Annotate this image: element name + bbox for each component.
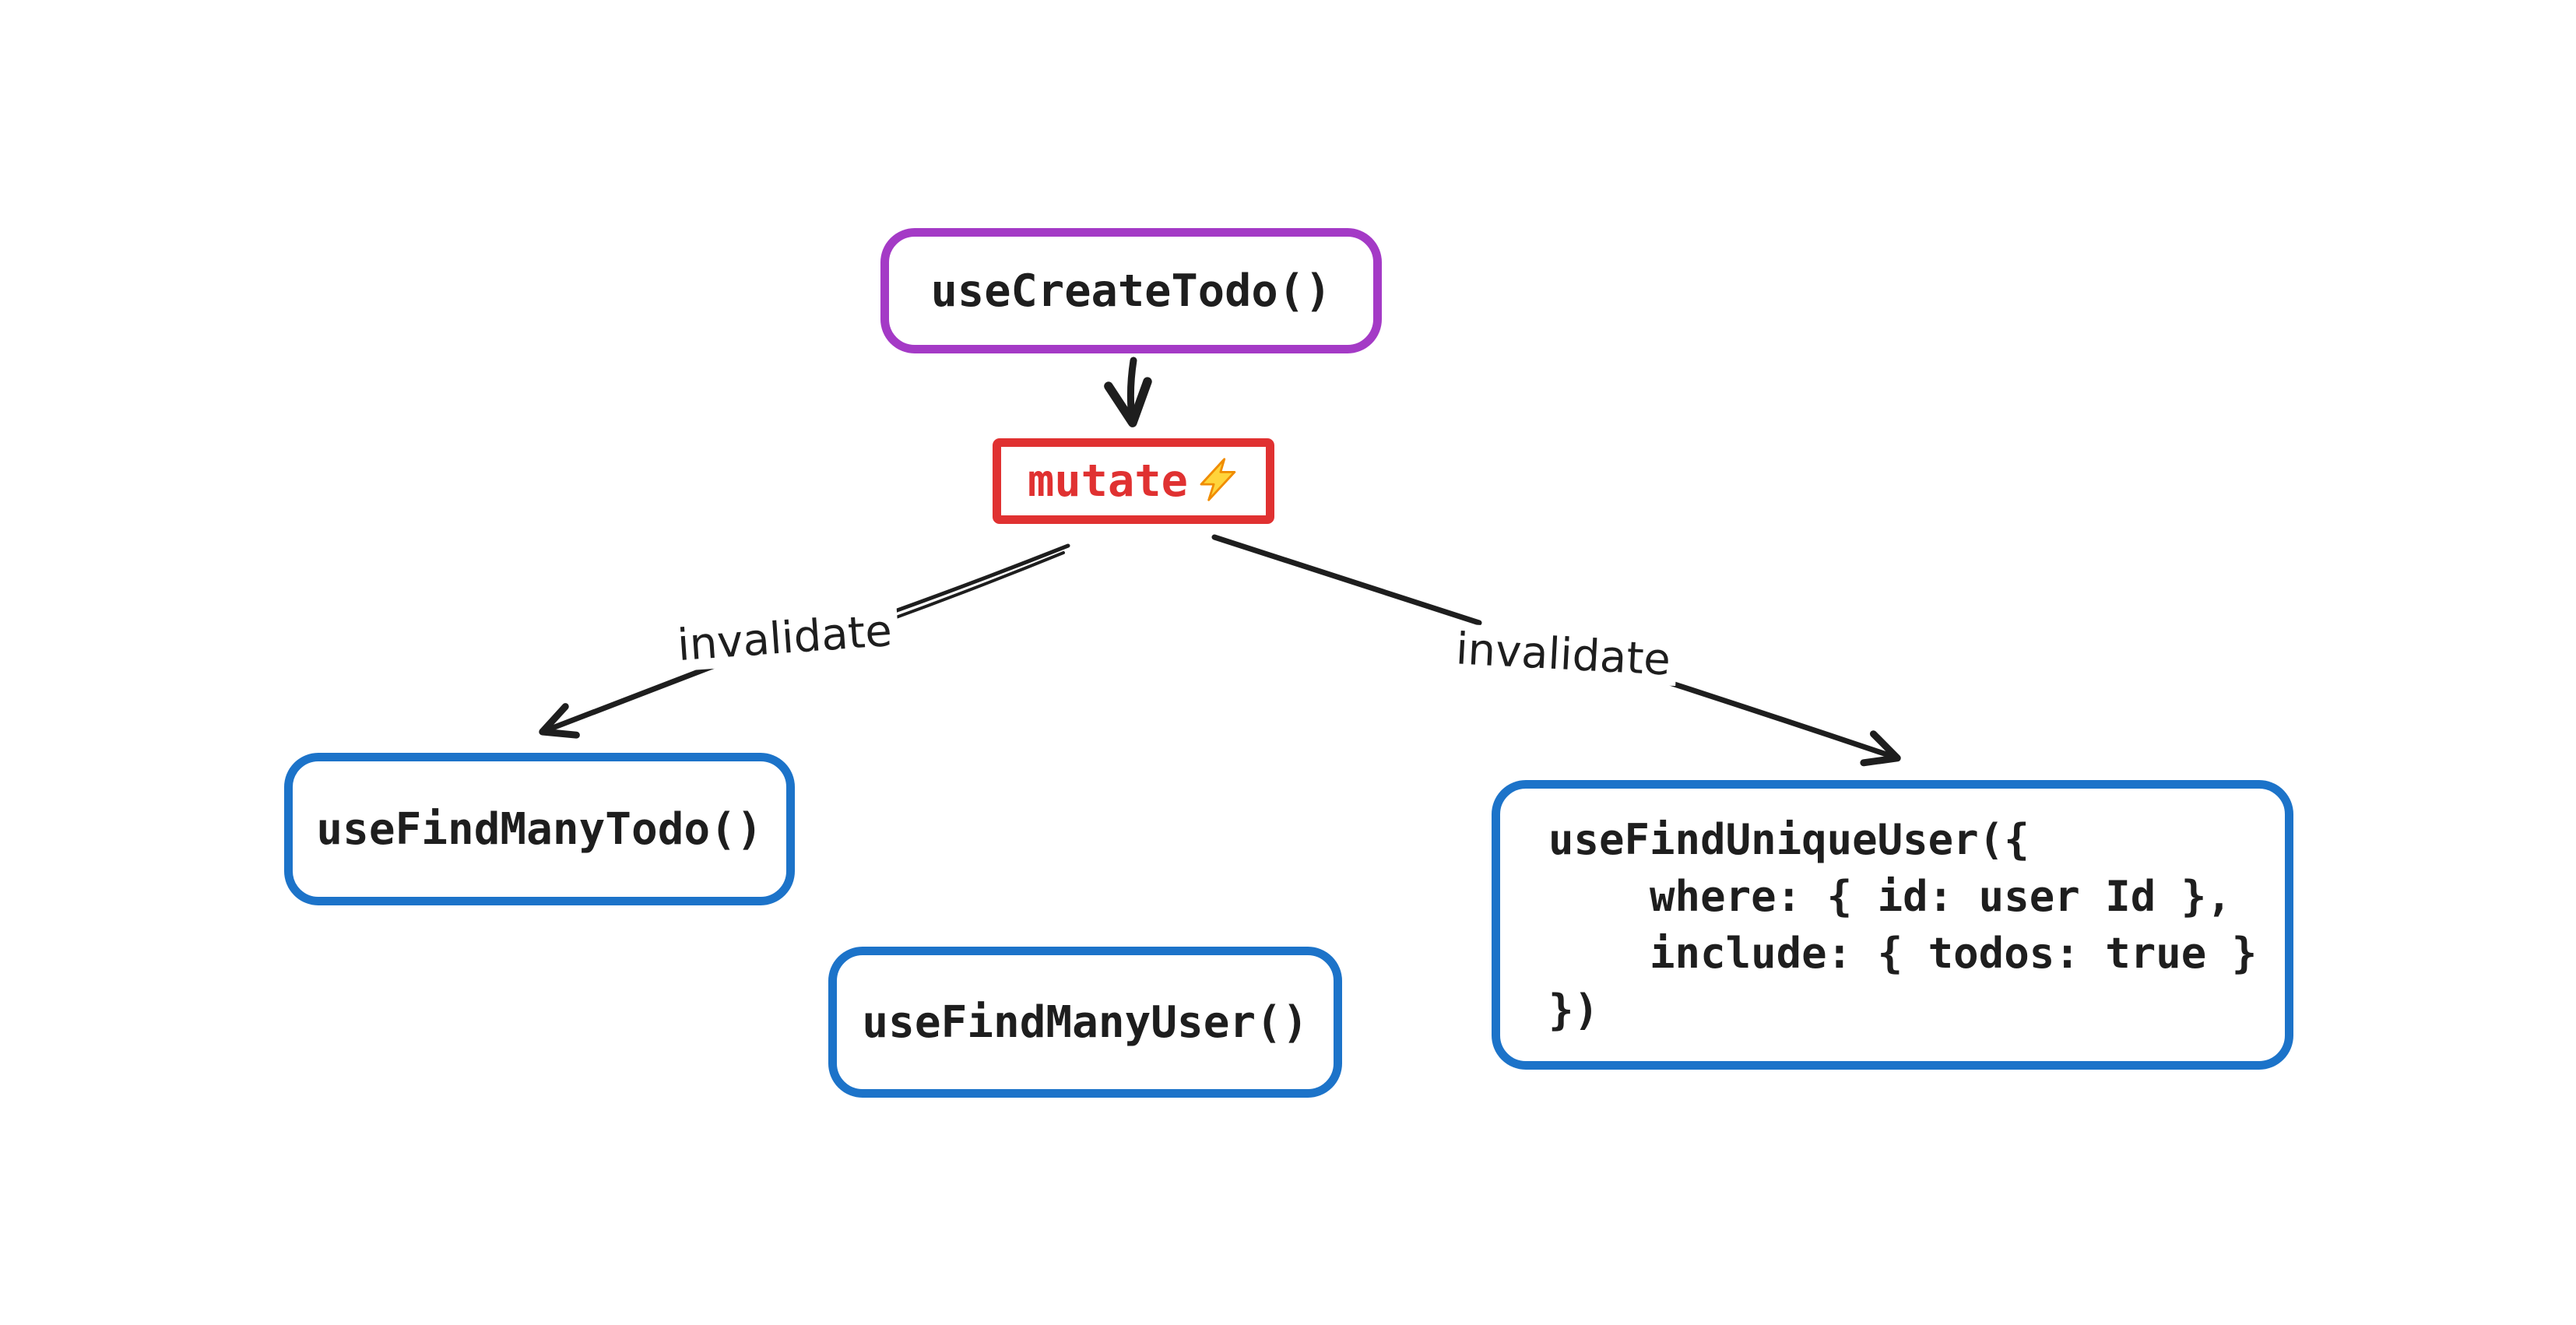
arrow-create-todo-to-mutate <box>1104 357 1152 427</box>
node-use-find-many-todo: useFindManyTodo() <box>284 753 795 905</box>
node-use-create-todo: useCreateTodo() <box>880 228 1382 353</box>
code-line: where: { id: user Id }, <box>1548 872 2232 921</box>
edge-label-invalidate-right: invalidate <box>1448 623 1678 687</box>
arrow-mutate-to-find-many-todo-upper2 <box>871 551 1065 627</box>
arrow-mutate-to-find-unique-user-upper <box>1211 534 1482 626</box>
code-line: }) <box>1548 986 1600 1035</box>
code-line: useFindUniqueUser({ <box>1548 815 2030 864</box>
arrow-mutate-to-find-unique-user <box>1645 673 1901 767</box>
node-mutate-label: mutate <box>1028 455 1188 507</box>
node-mutate: mutate <box>993 438 1274 524</box>
node-use-find-unique-user: useFindUniqueUser({ where: { id: user Id… <box>1492 780 2293 1070</box>
node-use-find-many-user: useFindManyUser() <box>828 947 1342 1098</box>
node-use-find-many-user-label: useFindManyUser() <box>862 996 1309 1048</box>
node-use-find-many-todo-label: useFindManyTodo() <box>316 803 763 855</box>
lightning-icon <box>1200 458 1236 501</box>
code-line: include: { todos: true } <box>1548 929 2258 978</box>
arrow-mutate-to-find-many-todo <box>539 662 718 739</box>
arrow-mutate-to-find-many-todo-upper <box>866 543 1070 623</box>
node-use-create-todo-label: useCreateTodo() <box>930 265 1332 317</box>
edge-label-invalidate-left: invalidate <box>669 605 900 672</box>
